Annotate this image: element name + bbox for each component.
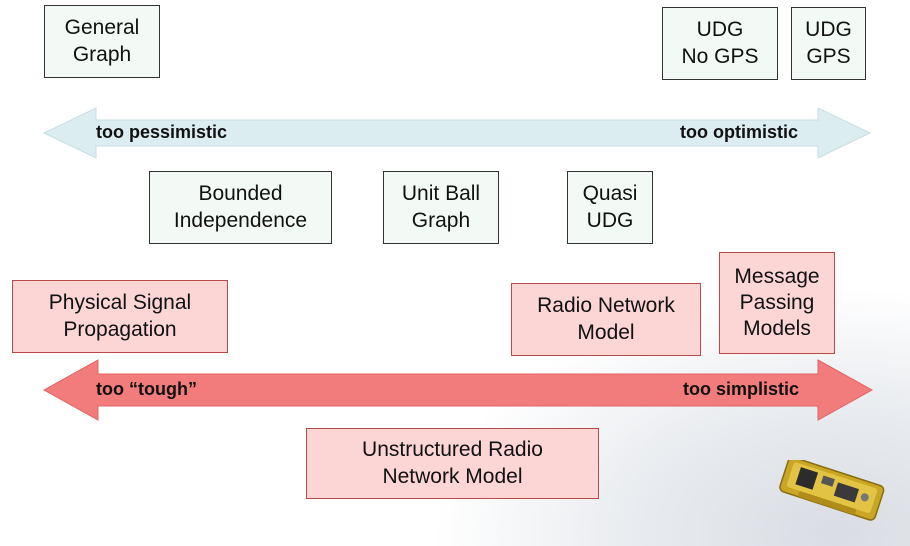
lower-arrow-right-label: too simplistic: [683, 379, 800, 399]
upper-arrow-left-label: too pessimistic: [96, 122, 228, 142]
box-unit-ball-graph: Unit Ball Graph: [383, 171, 499, 244]
box-physical-signal-propagation: Physical Signal Propagation: [12, 280, 228, 353]
box-bounded-independence: Bounded Independence: [149, 171, 332, 244]
box-quasi-udg: Quasi UDG: [567, 171, 653, 244]
upper-arrow-shape: [42, 107, 872, 159]
box-message-passing-models: Message Passing Models: [719, 252, 835, 354]
box-general-graph: General Graph: [44, 5, 160, 78]
sensor-device-image: [779, 460, 885, 521]
box-unstructured-radio-network-model: Unstructured Radio Network Model: [306, 428, 599, 499]
lower-arrow-left-label: too “tough”: [96, 379, 197, 399]
box-udg-no-gps: UDG No GPS: [662, 7, 778, 80]
box-udg-gps: UDG GPS: [791, 7, 866, 80]
box-radio-network-model: Radio Network Model: [511, 283, 701, 356]
lower-arrow-shape: [42, 359, 874, 421]
upper-arrow-right-label: too optimistic: [680, 122, 798, 142]
